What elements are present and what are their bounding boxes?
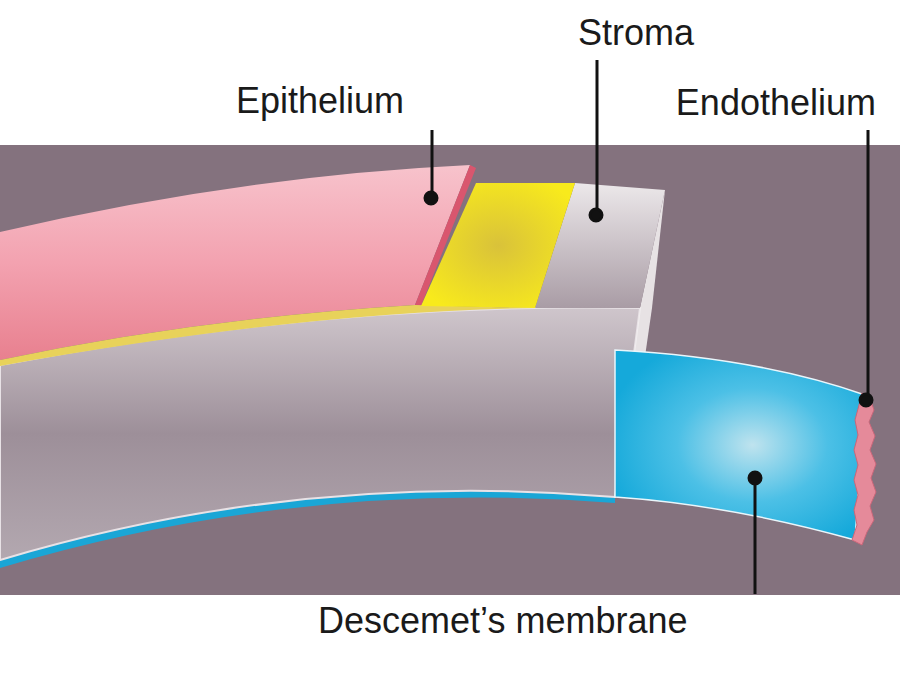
bowman-edge <box>0 305 535 366</box>
bowman-layer <box>421 183 575 308</box>
descemet-layer <box>615 350 865 540</box>
label-holder: Endothelium <box>676 82 876 123</box>
leader-line <box>596 60 599 215</box>
leader-dot <box>749 472 761 484</box>
label-holder: Epithelium <box>236 80 404 121</box>
leader-line <box>754 478 757 594</box>
part-label: Endothelium <box>676 82 876 123</box>
leader-dot <box>860 394 872 406</box>
part-label: Epithelium <box>236 80 404 121</box>
leader-line <box>867 130 870 400</box>
background-band <box>0 145 900 595</box>
leader-line <box>431 130 434 198</box>
leader-dot <box>425 192 437 204</box>
part-label: Stroma <box>578 12 694 53</box>
leader-dot <box>590 209 602 221</box>
epithelium-layer <box>0 165 470 360</box>
label-holder: Stroma <box>578 12 694 53</box>
endothelium-layer <box>852 393 876 545</box>
label-holder: Descemet’s membrane <box>318 600 687 641</box>
part-label: Descemet’s membrane <box>318 600 687 641</box>
